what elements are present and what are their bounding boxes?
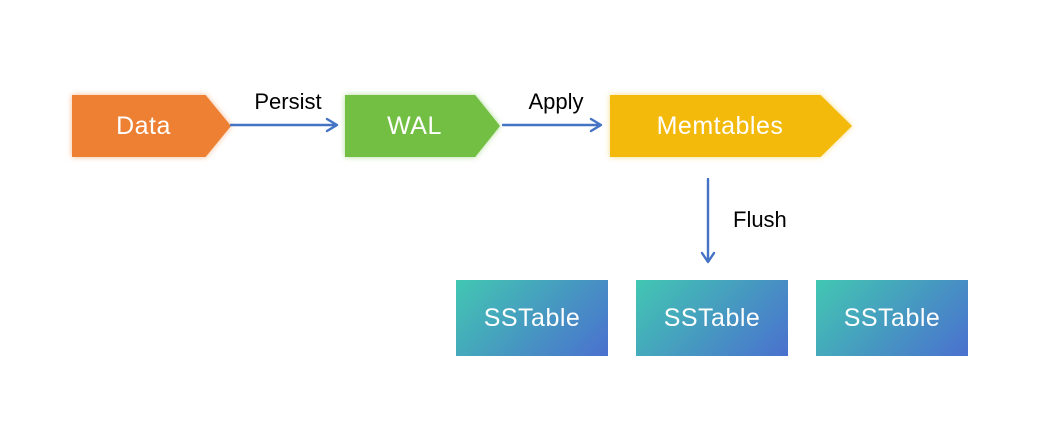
flush-edge-label: Flush [733,207,787,232]
node-sstable-2: SSTable [636,280,788,356]
node-data-wrapper: Data [72,95,231,157]
node-sstable-1: SSTable [456,280,608,356]
persist-edge-label: Persist [254,89,322,114]
apply-arrow-icon [502,117,603,133]
node-wal-label: WAL [387,111,442,140]
node-sstable-3: SSTable [816,280,968,356]
persist-arrow-icon [230,117,339,133]
node-memtables-wrapper: Memtables [610,95,852,157]
node-data-label: Data [116,111,171,140]
flush-arrow-icon [700,178,716,264]
apply-edge-label: Apply [528,89,584,114]
node-memtables-label: Memtables [656,111,784,140]
node-data: Data [72,95,231,157]
node-sstable-3-label: SSTable [843,303,941,332]
node-memtables: Memtables [610,95,852,157]
node-sstable-2-label: SSTable [663,303,761,332]
node-wal-wrapper: WAL [345,95,500,157]
node-wal: WAL [345,95,500,157]
node-sstable-1-label: SSTable [483,303,581,332]
